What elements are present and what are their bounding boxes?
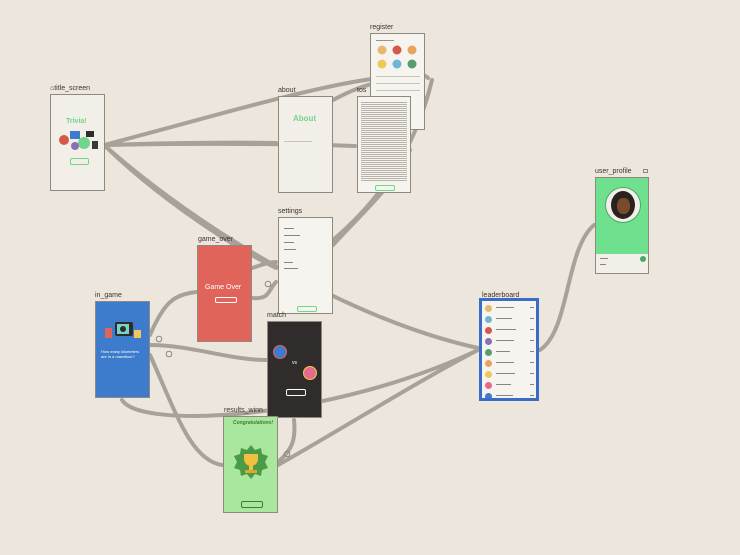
register-heading — [376, 40, 394, 41]
tv-icon — [105, 322, 141, 338]
about-text — [284, 141, 312, 142]
play-button[interactable] — [70, 158, 89, 165]
tos-accept-button[interactable] — [375, 185, 395, 191]
screen-in-game[interactable]: How many kilometers are in a marathon? — [95, 301, 150, 398]
avatar-icon — [485, 393, 492, 398]
register-email-field[interactable] — [376, 83, 420, 84]
home-icon: ⌂ — [50, 85, 55, 92]
title-screen-label: ⌂title_screen — [50, 85, 91, 92]
trophy-icon — [234, 445, 268, 479]
game-over-heading: Game Over — [205, 284, 242, 291]
connector-ingame-match — [148, 343, 268, 362]
screen-settings[interactable] — [278, 217, 333, 314]
settings-row[interactable] — [284, 235, 300, 236]
list-item[interactable] — [484, 326, 536, 337]
screen-results-win[interactable]: Congratulations! — [223, 416, 278, 513]
connector-match-results — [276, 418, 297, 464]
in-game-label: in_game — [95, 292, 122, 299]
avatar-icon — [485, 305, 492, 312]
avatar-icon — [485, 327, 492, 334]
settings-row[interactable] — [284, 228, 294, 229]
congratulations-heading: Congratulations! — [233, 420, 273, 426]
results-win-label: results_winn — [224, 407, 263, 414]
about-label: about — [278, 87, 296, 94]
list-item[interactable] — [484, 359, 536, 370]
avatar-icon — [485, 338, 492, 345]
title-heading: Trivia! — [66, 118, 87, 125]
avatar-icon — [485, 360, 492, 367]
match-start-button[interactable] — [286, 389, 306, 396]
game-over-retry-button[interactable] — [215, 297, 237, 303]
about-heading: About — [293, 114, 317, 123]
player-one-avatar — [273, 345, 287, 359]
avatar-face — [617, 198, 630, 214]
connector-leaderboard-profile — [538, 223, 596, 352]
connector-ingame-results — [148, 353, 224, 467]
settings-row[interactable] — [284, 249, 296, 250]
settings-row[interactable] — [284, 262, 293, 263]
screen-about[interactable]: About — [278, 96, 333, 193]
expand-icon[interactable] — [643, 169, 648, 173]
avatar-icon — [485, 382, 492, 389]
connector-results-leaderboard — [276, 348, 480, 467]
list-item[interactable] — [484, 304, 536, 315]
avatar-grid — [377, 45, 417, 69]
connector-ingame-gameover — [148, 290, 198, 337]
list-item[interactable] — [484, 348, 536, 359]
leaderboard-label: leaderboard — [482, 292, 520, 299]
settings-save-button[interactable] — [297, 306, 317, 312]
gear-icon — [283, 450, 291, 458]
connector-gameover-settings — [250, 260, 278, 270]
list-item[interactable] — [484, 370, 536, 381]
settings-label: settings — [278, 208, 303, 215]
match-label: match — [267, 312, 287, 319]
tos-label: tos — [357, 87, 367, 94]
list-item[interactable] — [484, 315, 536, 326]
settings-row[interactable] — [284, 268, 298, 269]
list-item[interactable] — [484, 392, 536, 398]
results-continue-button[interactable] — [241, 501, 263, 508]
screen-user-profile[interactable] — [595, 177, 649, 274]
list-item[interactable] — [484, 337, 536, 348]
tos-body-text — [361, 101, 407, 181]
gear-icon — [155, 335, 163, 343]
profile-badge — [640, 256, 646, 262]
leaderboard-list — [484, 304, 536, 398]
user-profile-label: user_profile — [595, 168, 632, 175]
avatar-icon — [485, 316, 492, 323]
screen-game-over[interactable]: Game Over — [197, 245, 252, 342]
avatar-icon — [485, 349, 492, 356]
list-item[interactable] — [484, 381, 536, 392]
versus-text: vs — [292, 360, 297, 366]
screen-leaderboard[interactable] — [479, 298, 539, 401]
profile-avatar — [605, 187, 641, 223]
screen-tos[interactable] — [357, 96, 411, 193]
game-over-label: game_over — [198, 236, 234, 243]
question-text: How many kilometers are in a marathon? — [101, 349, 140, 359]
gear-icon — [165, 350, 173, 358]
register-label: register — [370, 24, 394, 31]
trivia-illustration — [59, 131, 98, 150]
avatar-icon — [485, 371, 492, 378]
connector-ingame-leaderboard — [120, 348, 480, 418]
screen-title-screen[interactable]: Trivia! — [50, 94, 105, 191]
screen-match[interactable]: vs — [267, 321, 322, 418]
player-two-avatar — [303, 366, 317, 380]
register-password-field[interactable] — [376, 90, 420, 91]
register-name-field[interactable] — [376, 76, 420, 77]
gear-icon — [264, 280, 272, 288]
settings-row[interactable] — [284, 242, 294, 243]
connector-gameover-title — [250, 280, 278, 301]
